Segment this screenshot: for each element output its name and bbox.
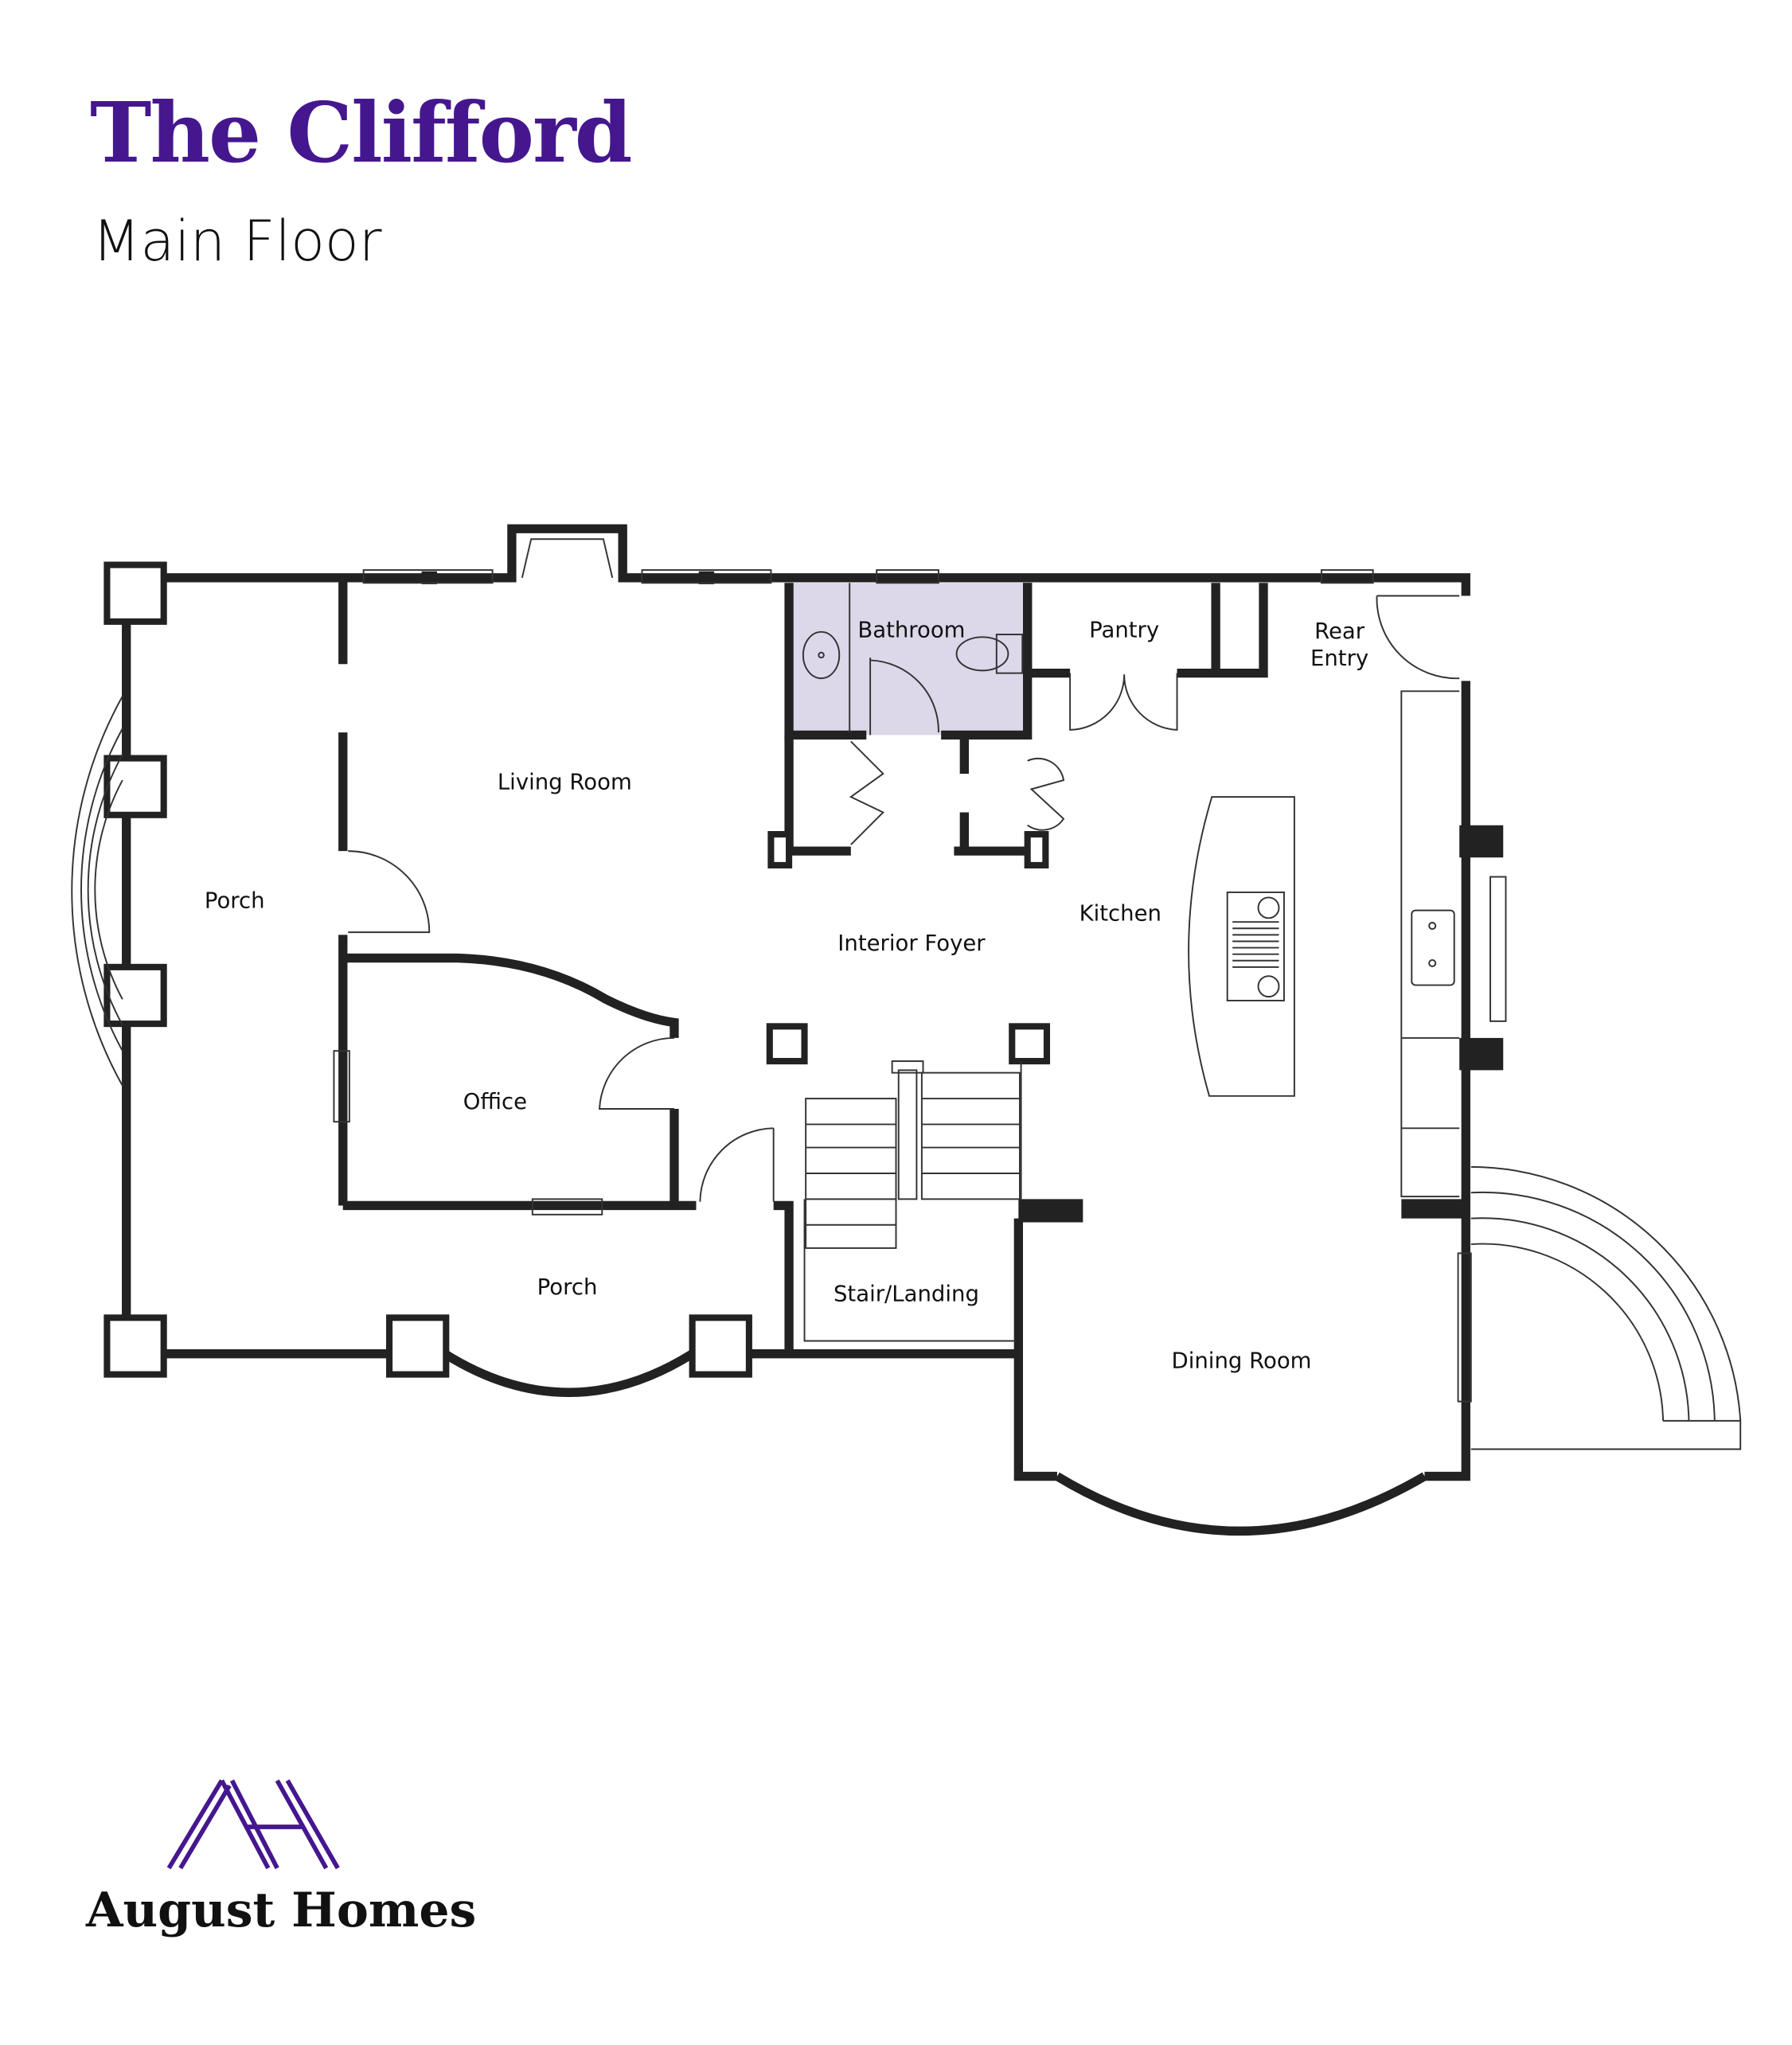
brand-name: August Homes bbox=[86, 1883, 477, 1938]
label-pantry: Pantry bbox=[1089, 617, 1159, 642]
wall-blocks bbox=[421, 571, 1504, 1223]
label-interior-foyer: Interior Foyer bbox=[837, 931, 986, 956]
label-dining-room: Dining Room bbox=[1172, 1348, 1312, 1374]
label-porch-left: Porch bbox=[205, 888, 265, 913]
walls bbox=[122, 524, 1470, 1536]
bathroom-area bbox=[789, 583, 1028, 736]
label-kitchen: Kitchen bbox=[1079, 901, 1161, 927]
columns bbox=[103, 561, 1051, 1378]
label-stair-landing: Stair/Landing bbox=[834, 1281, 979, 1306]
label-office: Office bbox=[463, 1089, 527, 1114]
label-bathroom: Bathroom bbox=[857, 617, 965, 642]
fixtures bbox=[71, 538, 1742, 1450]
plan-title: The Clifford bbox=[90, 84, 633, 181]
plan-subtitle: Main Floor bbox=[92, 209, 382, 274]
label-porch-front: Porch bbox=[537, 1274, 598, 1300]
room-labels: Bathroom Pantry Rear Entry Living Room P… bbox=[205, 617, 1368, 1373]
label-living-room: Living Room bbox=[498, 769, 632, 794]
label-rear-entry-2: Entry bbox=[1310, 646, 1368, 671]
label-rear-entry-1: Rear bbox=[1314, 619, 1365, 644]
august-homes-logo-icon bbox=[166, 1779, 340, 1870]
